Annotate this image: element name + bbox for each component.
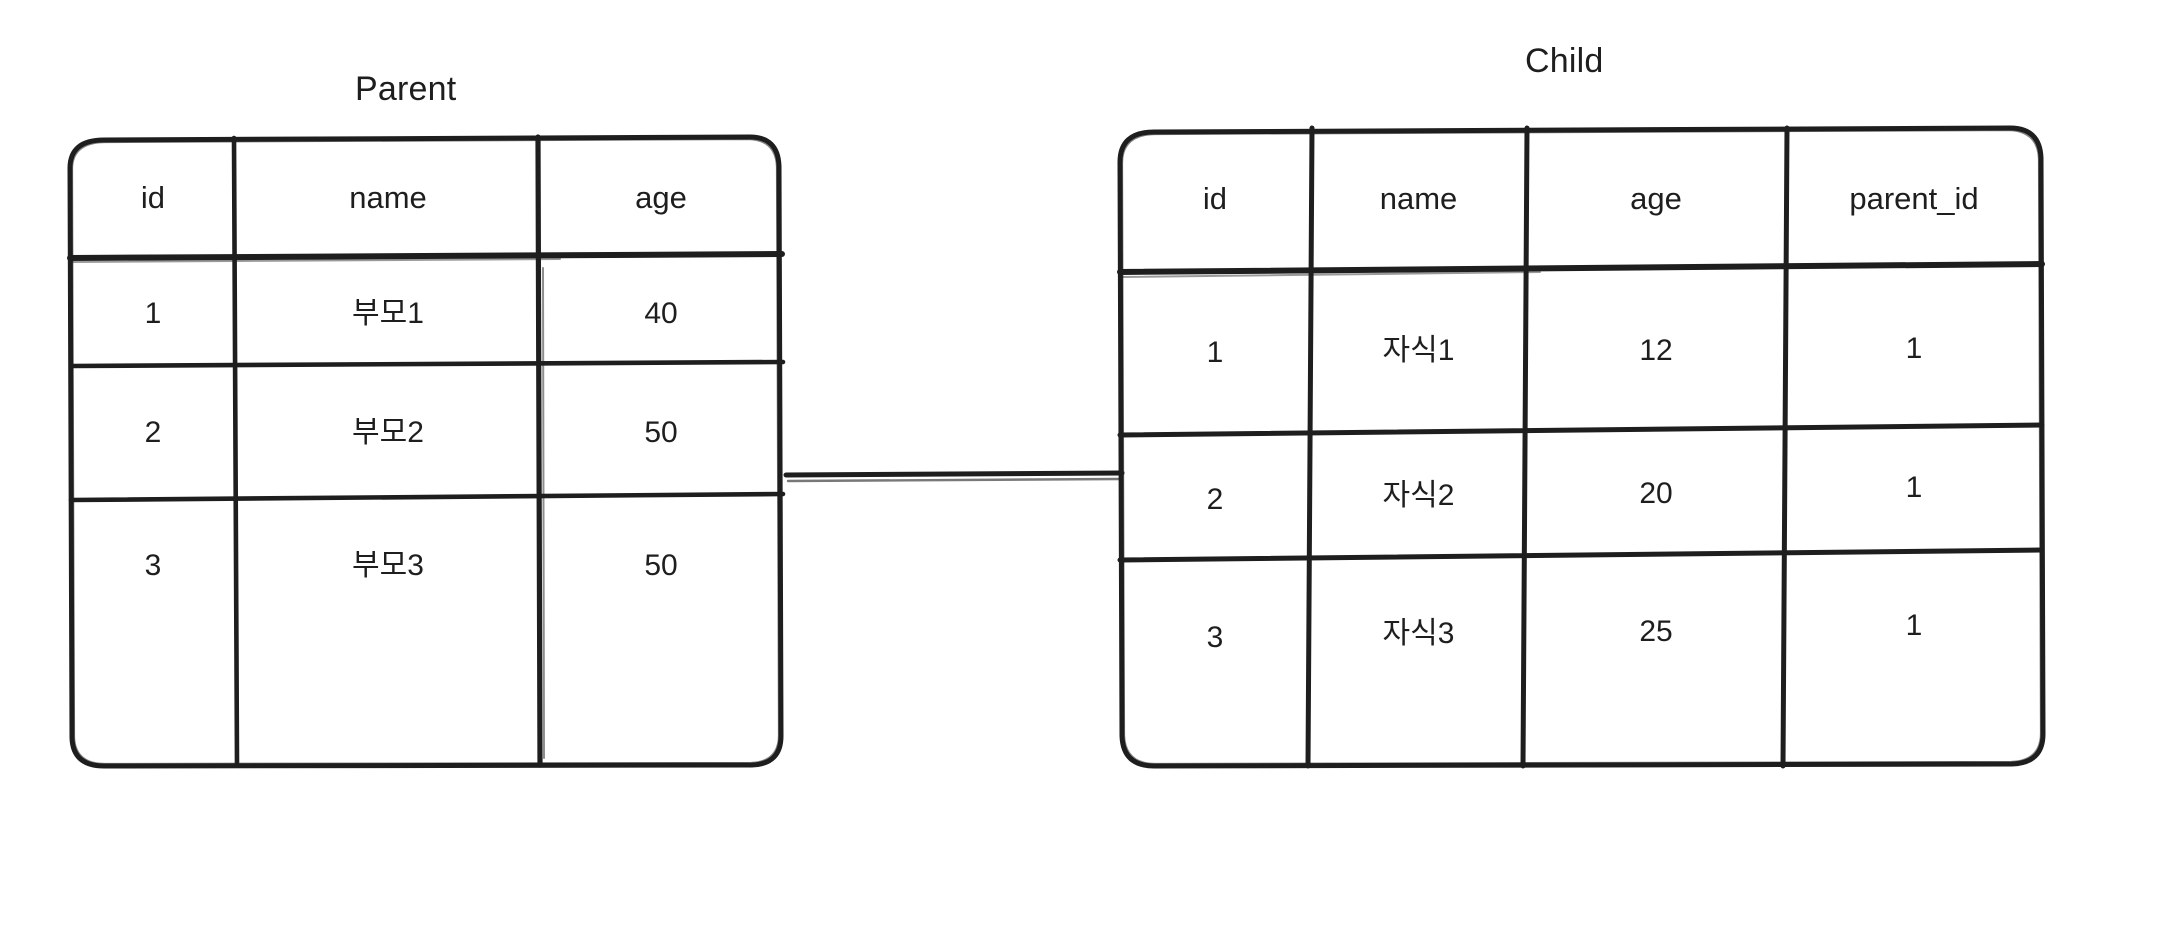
child-cell-r0-parent-id: 1 (1905, 331, 1923, 365)
parent-cell-r0-age: 40 (644, 296, 678, 330)
parent-header-cell-age: age (635, 179, 687, 215)
parent-header-cell-id: id (140, 179, 166, 215)
parent-cell-r2-id: 3 (144, 548, 162, 582)
child-table-title: Child (1525, 42, 1604, 80)
parent-header-cell-name: name (349, 179, 427, 215)
child-cell-r0-age: 12 (1639, 333, 1673, 367)
child-cell-r0-id: 1 (1206, 335, 1224, 369)
parent-cell-r1-age: 50 (644, 415, 678, 449)
child-cell-r1-age: 20 (1639, 476, 1673, 510)
parent-table-title: Parent (355, 70, 457, 108)
child-header-cell-age: age (1630, 180, 1682, 216)
parent-cell-r2-name: 부모3 (352, 548, 424, 582)
parent-cell-r2-age: 50 (644, 548, 678, 582)
child-header-cell-parent-id: parent_id (1849, 180, 1979, 216)
child-table: id name age parent_id 1 자식1 12 1 2 자식2 2… (1110, 120, 2050, 776)
child-cell-r2-id: 3 (1206, 620, 1224, 654)
child-cell-r1-name: 자식2 (1382, 478, 1455, 512)
parent-cell-r1-id: 2 (144, 415, 162, 449)
parent-cell-r1-name: 부모2 (352, 415, 424, 449)
parent-child-relationship-line-echo (786, 477, 1122, 483)
child-cell-r2-name: 자식3 (1382, 616, 1455, 650)
parent-child-relationship-line (783, 470, 1125, 478)
child-cell-r0-name: 자식1 (1382, 333, 1455, 367)
child-header-cell-name: name (1379, 180, 1458, 216)
parent-cell-r0-id: 1 (144, 296, 162, 330)
child-header-cell-id: id (1202, 180, 1228, 216)
child-cell-r2-age: 25 (1639, 614, 1673, 648)
parent-cell-r0-name: 부모1 (352, 296, 424, 330)
child-cell-r2-parent-id: 1 (1905, 608, 1923, 642)
child-cell-r1-parent-id: 1 (1905, 470, 1923, 504)
parent-table: id name age 1 부모1 40 2 부모2 50 3 부모3 50 (60, 128, 790, 776)
child-cell-r1-id: 2 (1206, 482, 1224, 516)
